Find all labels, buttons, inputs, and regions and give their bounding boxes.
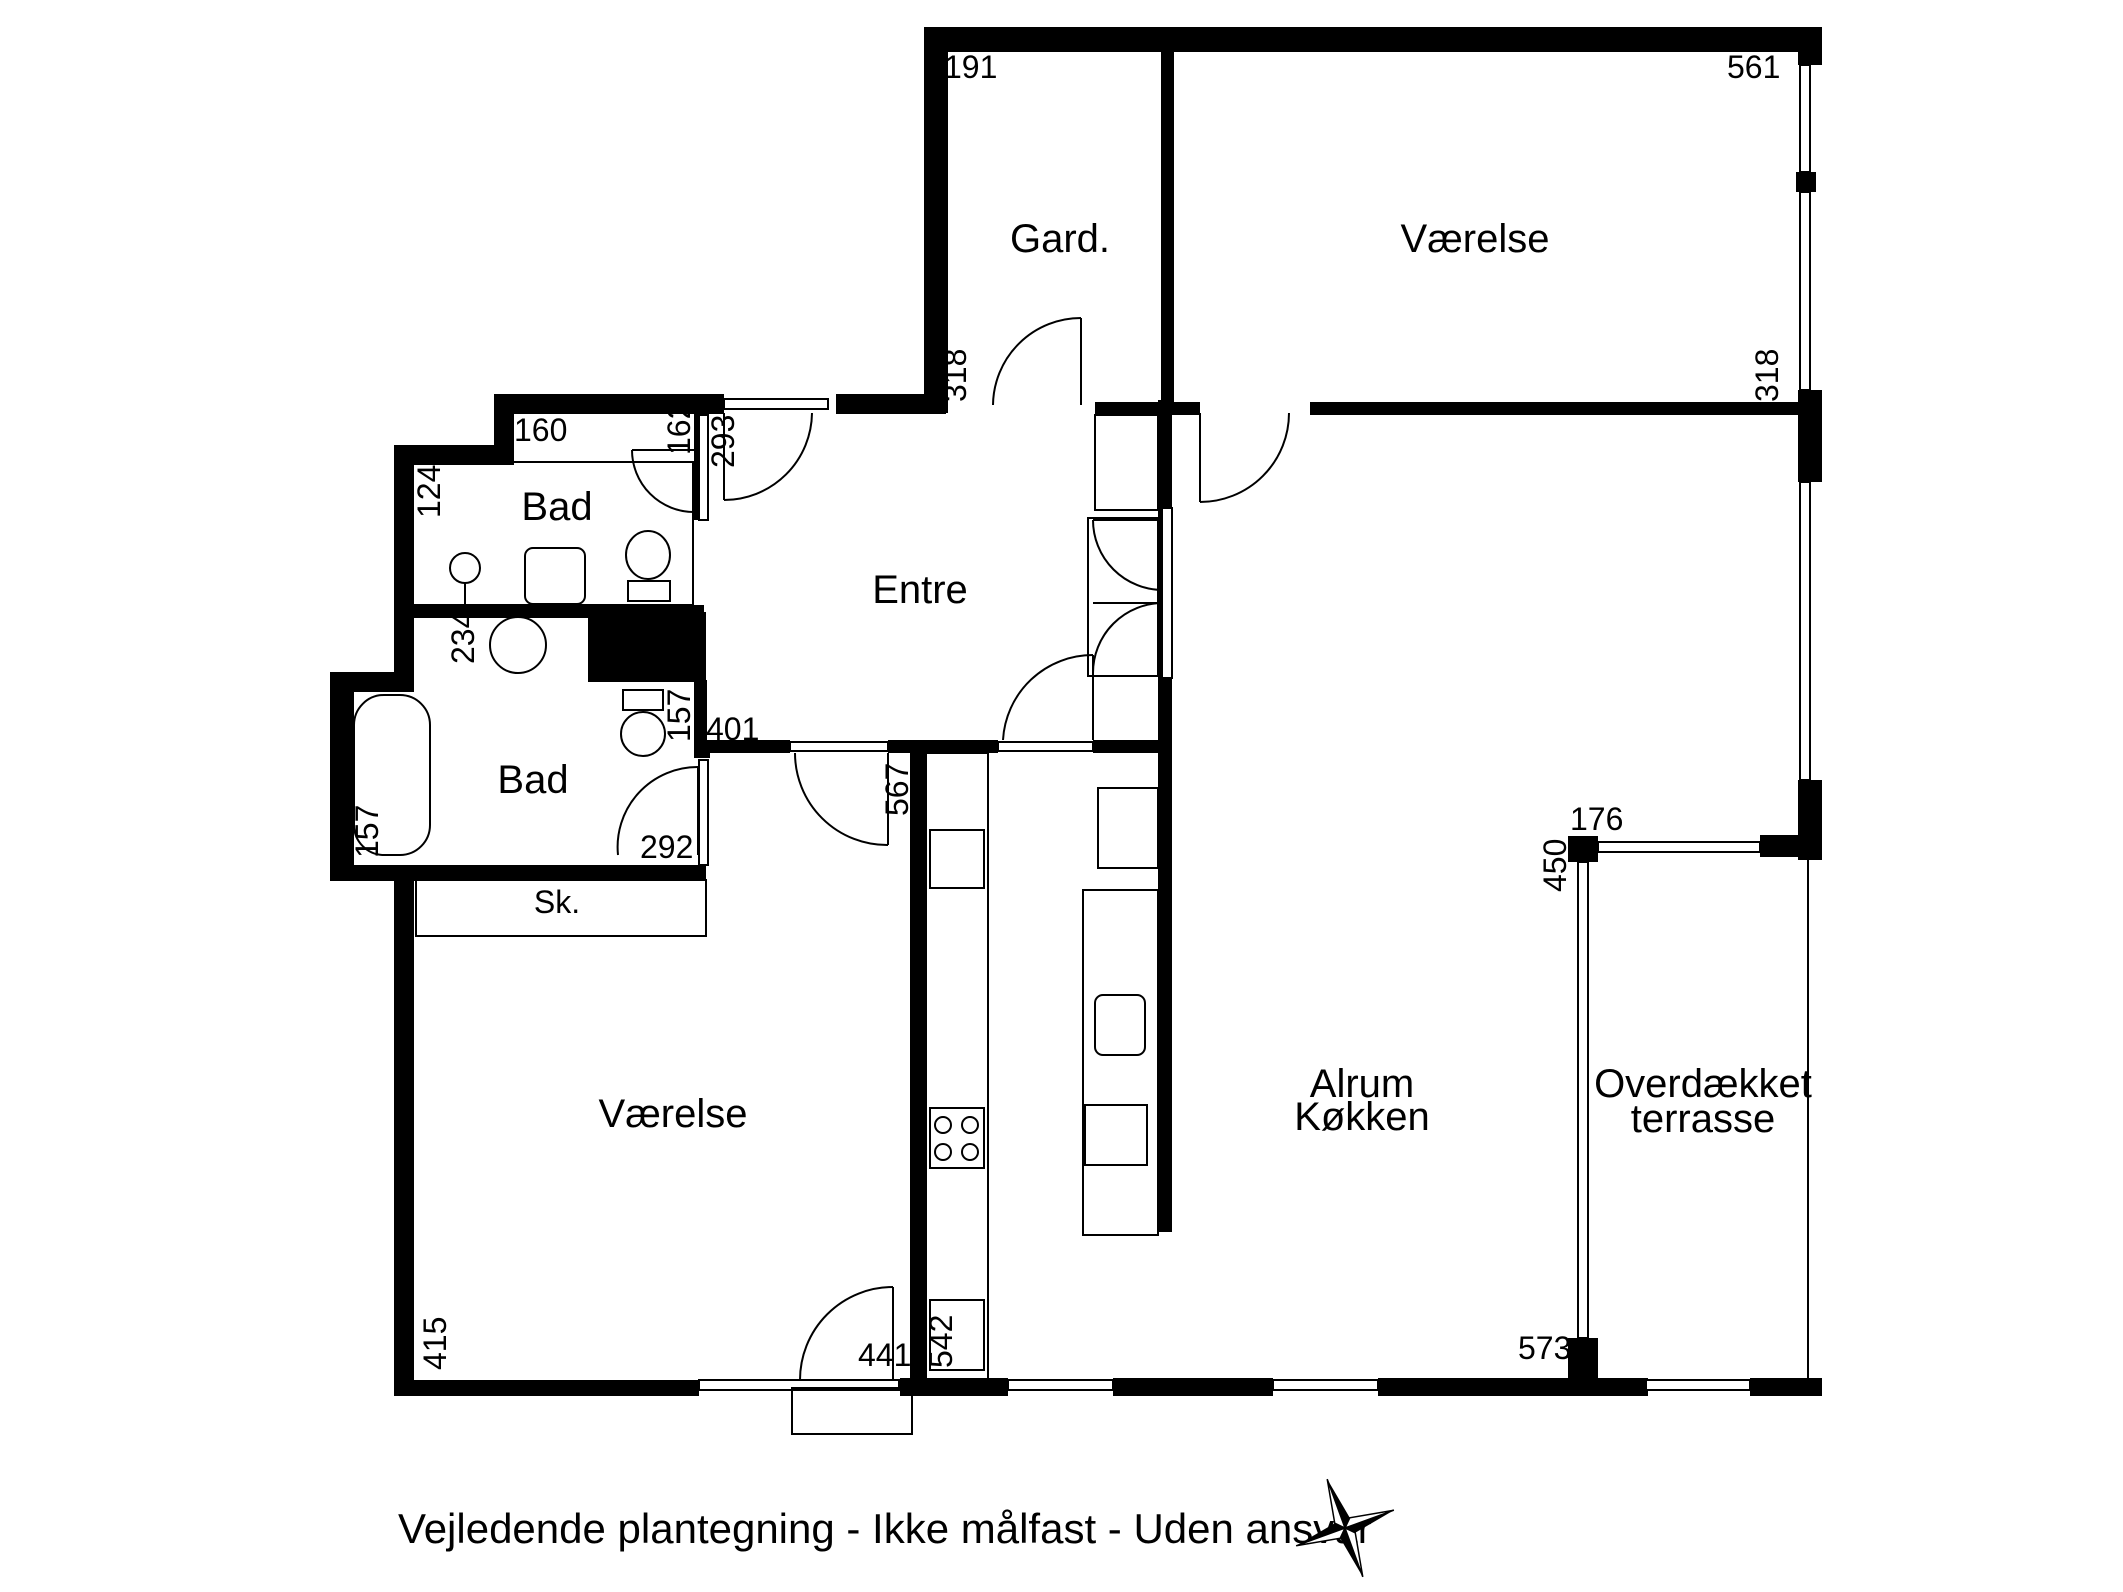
sink-icon — [1094, 994, 1146, 1056]
compass-rose-icon — [1295, 1478, 1395, 1578]
dishwasher-icon — [929, 829, 985, 889]
dimension-bad-bottom-side: 157 — [661, 689, 697, 742]
dimension-terrasse-height: 450 — [1537, 839, 1573, 892]
dimension-vaerelse-width: 561 — [1727, 49, 1780, 85]
room-label-entre: Entre — [872, 568, 968, 612]
dimension-terrasse-width: 176 — [1570, 801, 1623, 837]
room-label-koekken: Køkken — [1294, 1095, 1430, 1139]
dimension-bad-top-width: 160 — [514, 412, 567, 448]
room-label-vaerelse-top: Værelse — [1401, 217, 1550, 261]
bathtub-icon — [353, 694, 431, 856]
door-swings — [616, 317, 1290, 1381]
dimension-gard-height: 318 — [937, 349, 973, 402]
room-label-bad-bottom: Bad — [497, 758, 568, 802]
room-label-bad-top: Bad — [521, 485, 592, 529]
cabinet-icon — [1084, 1104, 1148, 1166]
oven-icon — [929, 1299, 985, 1371]
dimension-entre-depth: 293 — [705, 415, 741, 468]
dimension-bad-top-side: 162 — [661, 402, 697, 455]
dimension-gard-width: 191 — [944, 49, 997, 85]
dimension-entre-width: 401 — [706, 711, 759, 747]
cooktop-icon — [929, 1107, 985, 1169]
fan-icon — [1097, 787, 1159, 869]
dimension-vaerelse-height: 318 — [1749, 349, 1785, 402]
room-label-terrasse: terrasse — [1631, 1097, 1776, 1141]
room-label-vaerelse-bottom: Værelse — [599, 1092, 748, 1136]
disclaimer-caption: Vejledende plantegning - Ikke målfast - … — [398, 1505, 1372, 1552]
washbasin-icon — [489, 616, 547, 674]
toilet-icon — [625, 530, 671, 580]
dimension-bad-bottom-top: 234 — [445, 611, 481, 664]
room-label-overdaekket: Overdækket — [1594, 1062, 1812, 1106]
dimension-vaerelse-bottom-width: 441 — [858, 1337, 911, 1373]
dimension-kitchen-length: 542 — [923, 1315, 959, 1368]
toilet-icon — [620, 711, 666, 757]
washbasin-icon — [524, 547, 586, 605]
room-label-alrum: Alrum — [1310, 1062, 1414, 1106]
fixtures — [353, 461, 1159, 1394]
windows — [698, 64, 1811, 1435]
room-label-sk: Sk. — [534, 884, 580, 920]
walls — [330, 27, 1822, 1396]
dimension-hall-height: 567 — [879, 763, 915, 816]
dimension-bad-bottom-left: 157 — [349, 805, 385, 858]
dimension-bad-top-height: 124 — [411, 465, 447, 518]
dimension-alrum-width: 573 — [1518, 1330, 1571, 1366]
shower-icon — [449, 552, 481, 584]
dimension-vaerelse-bottom-height: 415 — [417, 1317, 453, 1370]
dimension-bad-bottom-width: 292 — [640, 829, 693, 865]
room-label-gard: Gard. — [1010, 217, 1110, 261]
